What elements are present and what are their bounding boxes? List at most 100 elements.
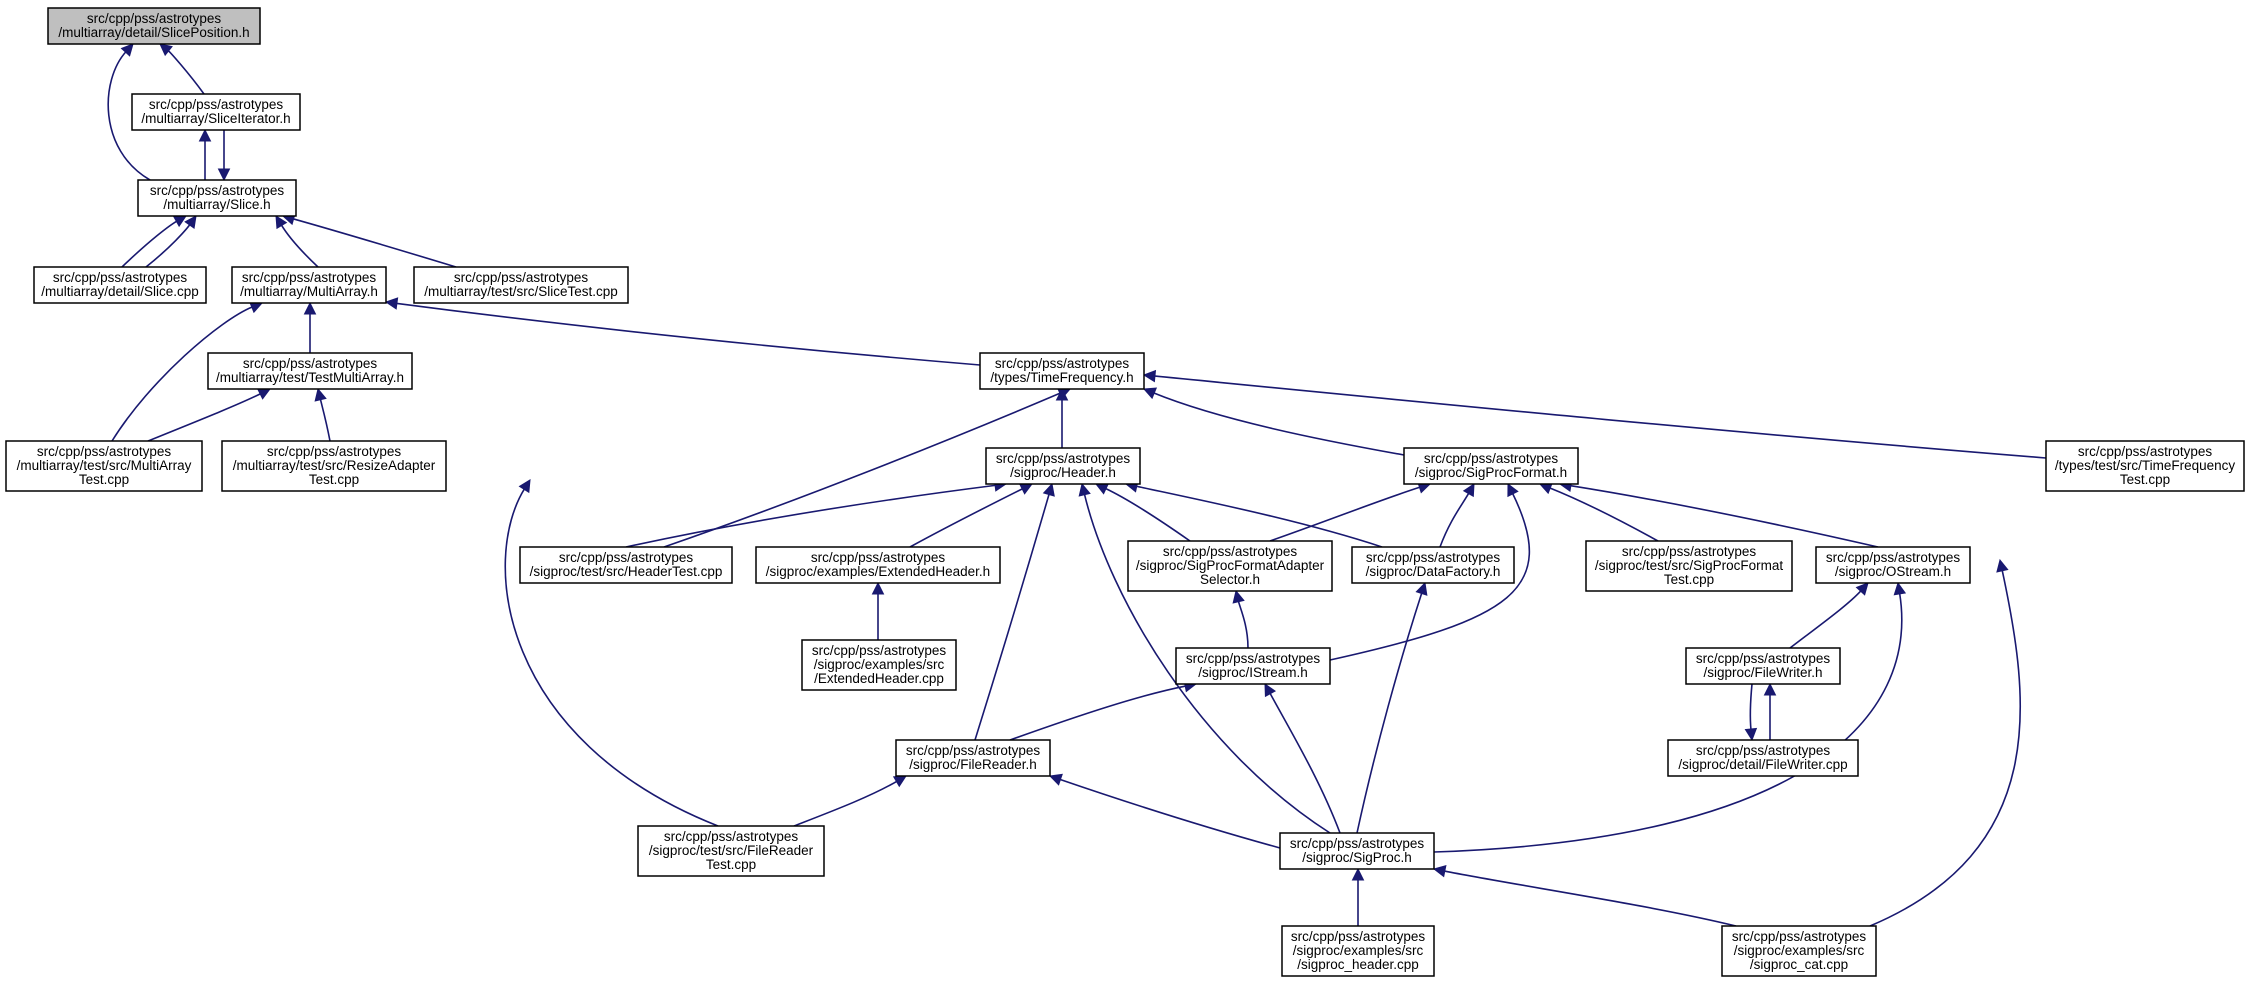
edge-line (504, 488, 719, 827)
node-label-line: /sigproc/OStream.h (1835, 564, 1951, 579)
edge-arrowhead (1507, 482, 1519, 498)
node-label-line: /multiarray/test/src/SliceTest.cpp (424, 284, 618, 299)
edge-arrowhead (518, 479, 531, 494)
edge-line (1153, 375, 2047, 459)
node-label-line: /sigproc/FileReader.h (909, 757, 1037, 772)
node-sliceposition[interactable]: src/cpp/pss/astrotypes/multiarray/detail… (47, 7, 261, 45)
node-filewritercpp[interactable]: src/cpp/pss/astrotypes/sigproc/detail/Fi… (1667, 739, 1859, 777)
node-multiarraytest[interactable]: src/cpp/pss/astrotypes/multiarray/test/s… (5, 440, 203, 492)
edge-sigprocformat-to-timefrequency (1142, 387, 1405, 456)
node-label-line: /multiarray/MultiArray.h (240, 284, 378, 299)
edge-line (107, 50, 151, 181)
edge-line (1009, 685, 1187, 741)
node-label-line: /sigproc/SigProcFormat.h (1415, 465, 1567, 480)
edge-line (147, 392, 262, 442)
node-box (131, 93, 301, 131)
node-label-line: src/cpp/pss/astrotypes (995, 356, 1130, 371)
node-slicetest[interactable]: src/cpp/pss/astrotypes/multiarray/test/s… (413, 266, 629, 304)
edge-line (121, 220, 178, 268)
edge-arrowhead (1232, 589, 1245, 604)
node-box (47, 7, 261, 45)
edge-filewritercpp-to-filewriter (1763, 682, 1777, 741)
node-label-line: Test.cpp (309, 472, 359, 487)
node-label-line: Test.cpp (79, 472, 129, 487)
node-label-line: /multiarray/detail/SlicePosition.h (58, 25, 249, 40)
edge-line (1569, 484, 1879, 548)
node-sliceiterator[interactable]: src/cpp/pss/astrotypes/multiarray/SliceI… (131, 93, 301, 131)
edge-sigproc-to-datafactory (1356, 581, 1428, 834)
node-label-line: src/cpp/pss/astrotypes (1291, 929, 1426, 944)
node-box (1351, 546, 1515, 584)
edge-adaptersel-to-sigprocformat (1269, 481, 1432, 542)
edge-line (395, 302, 981, 366)
node-sigprocformat[interactable]: src/cpp/pss/astrotypes/sigproc/SigProcFo… (1403, 447, 1579, 485)
nodes-layer: src/cpp/pss/astrotypes/multiarray/detail… (5, 7, 2245, 977)
node-label-line: src/cpp/pss/astrotypes (150, 183, 285, 198)
node-spformattest[interactable]: src/cpp/pss/astrotypes/sigproc/test/src/… (1585, 540, 1793, 592)
node-datafactory[interactable]: src/cpp/pss/astrotypes/sigproc/DataFacto… (1351, 546, 1515, 584)
node-multiarray[interactable]: src/cpp/pss/astrotypes/multiarray/MultiA… (231, 266, 387, 304)
edge-arrowhead (1264, 683, 1277, 698)
edge-sigproc-to-filereader (1048, 773, 1281, 849)
node-box (637, 825, 825, 877)
node-label-line: /sigproc/test/src/HeaderTest.cpp (530, 564, 723, 579)
edge-line (1269, 486, 1421, 542)
node-label-line: /sigproc/test/src/FileReader (649, 843, 814, 858)
edge-timefrequency-to-multiarray (384, 297, 981, 366)
node-label-line: Selector.h (1200, 572, 1260, 587)
edge-line (1433, 592, 1903, 853)
edge-line (1059, 778, 1281, 849)
node-label-line: /multiarray/detail/Slice.cpp (41, 284, 199, 299)
edge-extheader-to-header (909, 483, 1034, 548)
node-adaptersel[interactable]: src/cpp/pss/astrotypes/sigproc/SigProcFo… (1127, 540, 1333, 592)
node-sigprocheader[interactable]: src/cpp/pss/astrotypes/sigproc/examples/… (1281, 925, 1435, 977)
edge-filereadertest-to-filereader (793, 775, 907, 827)
node-tftest[interactable]: src/cpp/pss/astrotypes/types/test/src/Ti… (2045, 440, 2245, 492)
edge-arrowhead (1042, 482, 1055, 497)
edge-line (167, 49, 205, 95)
edge-sigproc-to-ostream (1433, 581, 1907, 853)
node-label-line: src/cpp/pss/astrotypes (53, 270, 188, 285)
node-resizeadapter[interactable]: src/cpp/pss/astrotypes/multiarray/test/s… (221, 440, 447, 492)
edge-line (1083, 493, 1331, 834)
edge-headertest-to-header (625, 479, 1008, 548)
node-box (5, 440, 203, 492)
node-label-line: /multiarray/test/src/ResizeAdapter (233, 458, 436, 473)
node-filereader[interactable]: src/cpp/pss/astrotypes/sigproc/FileReade… (895, 739, 1051, 777)
node-box (1281, 925, 1435, 977)
node-filewriter[interactable]: src/cpp/pss/astrotypes/sigproc/FileWrite… (1685, 647, 1841, 685)
node-filereadertest[interactable]: src/cpp/pss/astrotypes/sigproc/test/src/… (637, 825, 825, 877)
node-header[interactable]: src/cpp/pss/astrotypes/sigproc/Header.h (985, 447, 1141, 485)
edge-line (1356, 592, 1423, 834)
node-testmultiarray[interactable]: src/cpp/pss/astrotypes/multiarray/test/T… (207, 352, 413, 390)
edge-extheadercpp-to-extheader (871, 581, 885, 640)
edge-line (909, 487, 1024, 548)
edge-istream-to-adaptersel (1232, 589, 1249, 649)
edge-istream-to-sigprocformat (1329, 482, 1530, 661)
edge-line (292, 217, 457, 268)
edge-line (319, 398, 331, 442)
node-label-line: /sigproc/Header.h (1010, 465, 1116, 480)
node-box (2045, 440, 2245, 492)
node-timefrequency[interactable]: src/cpp/pss/astrotypes/types/TimeFrequen… (979, 352, 1145, 390)
node-extheader[interactable]: src/cpp/pss/astrotypes/sigproc/examples/… (755, 546, 1001, 584)
node-box (1127, 540, 1333, 592)
edge-arrowhead (217, 168, 231, 182)
node-headertest[interactable]: src/cpp/pss/astrotypes/sigproc/test/src/… (519, 546, 733, 584)
node-ostream[interactable]: src/cpp/pss/astrotypes/sigproc/OStream.h (1815, 546, 1971, 584)
node-slicecpp[interactable]: src/cpp/pss/astrotypes/multiarray/detail… (33, 266, 207, 304)
node-extheadercpp[interactable]: src/cpp/pss/astrotypes/sigproc/examples/… (801, 639, 957, 691)
node-label-line: src/cpp/pss/astrotypes (267, 444, 402, 459)
node-box (895, 739, 1051, 777)
node-istream[interactable]: src/cpp/pss/astrotypes/sigproc/IStream.h (1175, 647, 1331, 685)
node-box (231, 266, 387, 304)
edge-spformattest-to-sigprocformat (1538, 482, 1659, 542)
edge-arrowhead (1142, 369, 1157, 383)
node-sigproc[interactable]: src/cpp/pss/astrotypes/sigproc/SigProc.h (1279, 832, 1435, 870)
node-label-line: /sigproc/SigProc.h (1302, 850, 1412, 865)
node-box (1403, 447, 1579, 485)
node-slice[interactable]: src/cpp/pss/astrotypes/multiarray/Slice.… (137, 179, 297, 217)
edge-arrowhead (384, 297, 399, 310)
node-box (207, 352, 413, 390)
node-sigproccat[interactable]: src/cpp/pss/astrotypes/sigproc/examples/… (1721, 925, 1877, 977)
